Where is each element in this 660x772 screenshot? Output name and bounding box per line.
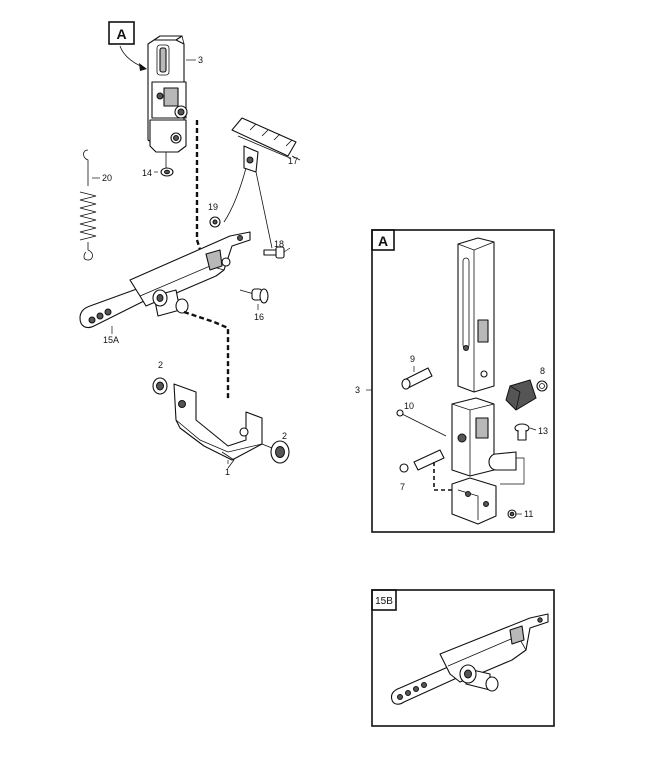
part-17-pedal[interactable]: [223, 117, 297, 249]
callout-18: 18: [274, 239, 284, 249]
detail-a-callout-9: 9: [410, 354, 415, 364]
part-3-shift-tube[interactable]: [147, 35, 188, 168]
part-15a-lever[interactable]: [79, 231, 251, 329]
detail-a-callout-13: 13: [538, 426, 548, 436]
callout-17: 17: [288, 156, 298, 166]
part-2-bushing-bottom[interactable]: [261, 440, 290, 464]
detail-a-callout-10: 10: [404, 401, 414, 411]
detail-a-part-8-clip[interactable]: [536, 380, 548, 392]
detail-a-u-bracket[interactable]: [451, 477, 497, 525]
callout-2-top: 2: [158, 360, 163, 370]
detail-a-callout-7: 7: [400, 482, 405, 492]
detail-a-callout-8: 8: [540, 366, 545, 376]
callout-3: 3: [198, 55, 203, 65]
view-a-callout[interactable]: A: [108, 21, 147, 71]
detail-a-part-10-pin[interactable]: [396, 409, 447, 437]
detail-a-callout-3: 3: [355, 385, 360, 395]
detail-a-part-11-nut[interactable]: [507, 509, 517, 519]
part-19-nut[interactable]: [209, 216, 221, 228]
callout-19: 19: [208, 202, 218, 212]
callout-2-bottom: 2: [282, 431, 287, 441]
detail-15b-panel: 15B: [371, 589, 555, 727]
callout-20: 20: [102, 173, 112, 183]
callout-16: 16: [254, 312, 264, 322]
callout-1: 1: [225, 467, 230, 477]
detail-a-lower-block[interactable]: [451, 397, 517, 477]
part-18-bolt[interactable]: [263, 246, 285, 259]
detail-15b-lever[interactable]: [390, 613, 549, 705]
detail-a-part-9-pin[interactable]: [401, 367, 433, 390]
part-2-bushing-top[interactable]: [152, 377, 168, 395]
part-1-bracket[interactable]: [173, 383, 263, 469]
detail-a-title: A: [378, 233, 388, 249]
detail-a-part-7-pin[interactable]: [399, 449, 445, 473]
part-14-nut[interactable]: [160, 167, 174, 177]
part-16-bolt[interactable]: [239, 288, 269, 304]
detail-a-panel: A 3 9 8: [355, 229, 555, 533]
detail-15b-title: 15B: [375, 596, 393, 607]
view-a-callout-label: A: [116, 26, 126, 42]
detail-a-part-13-bolt[interactable]: [514, 423, 530, 441]
detail-a-part-3-tube[interactable]: [457, 237, 495, 393]
arrow-icon: [139, 63, 147, 71]
callout-14: 14: [142, 168, 152, 178]
callout-15a: 15A: [103, 335, 119, 345]
detail-a-part-knob[interactable]: [505, 379, 537, 411]
main-exploded-view: A 3 14: [79, 21, 301, 477]
part-20-spring[interactable]: [79, 149, 97, 261]
detail-a-callout-11: 11: [524, 509, 533, 519]
